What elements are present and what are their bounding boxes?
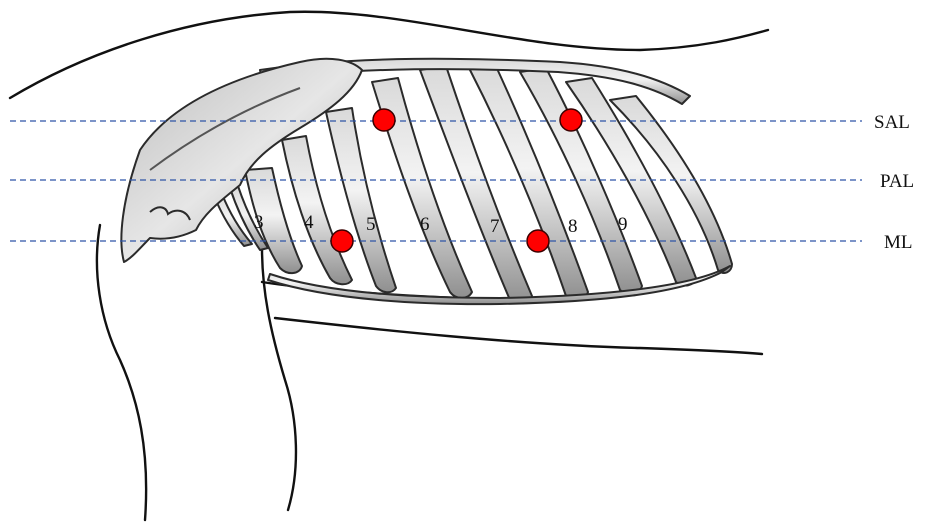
rib-number-7: 7	[490, 216, 500, 237]
marker-ml-5	[331, 230, 353, 252]
sal-label: SAL	[874, 112, 910, 133]
rib-7	[420, 66, 532, 303]
rib-number-6: 6	[420, 214, 430, 235]
ml-label: ML	[884, 232, 913, 253]
rib-number-3: 3	[254, 212, 264, 233]
marker-ml-8	[527, 230, 549, 252]
pal-label: PAL	[880, 171, 914, 192]
foreleg-front-outline	[97, 225, 146, 520]
marker-sal-5	[373, 109, 395, 131]
rib-number-5: 5	[366, 214, 376, 235]
rib-number-8: 8	[568, 216, 578, 237]
rib-number-9: 9	[618, 214, 628, 235]
belly-outline	[275, 318, 762, 354]
marker-sal-8	[560, 109, 582, 131]
reference-line-labels: SAL PAL ML	[874, 112, 914, 253]
rib-number-4: 4	[304, 212, 314, 233]
